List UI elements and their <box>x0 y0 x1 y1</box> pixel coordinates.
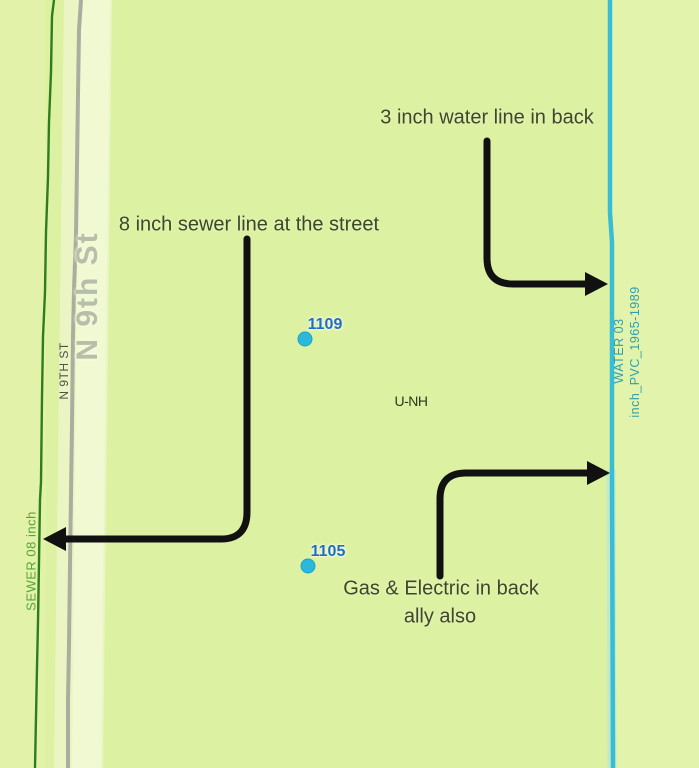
water-utility-line[interactable] <box>607 0 616 768</box>
left-parcel-strip <box>0 0 46 768</box>
gas-note-arrowhead-icon <box>587 461 610 485</box>
sewer-note-arrowhead-icon <box>43 527 66 551</box>
water-note-arrow <box>483 137 591 288</box>
sewer-note-arrow <box>60 235 251 543</box>
water-note-arrowhead-icon <box>585 272 608 296</box>
address-point-1109-dot[interactable] <box>297 331 313 347</box>
right-parcel-strip <box>612 0 699 768</box>
street-centerline[interactable] <box>66 0 83 768</box>
gas-note-arrow <box>436 469 593 580</box>
address-point-1105-dot[interactable] <box>300 558 316 574</box>
sewer-utility-line[interactable] <box>33 0 56 768</box>
street-band-highlight <box>72 0 110 768</box>
